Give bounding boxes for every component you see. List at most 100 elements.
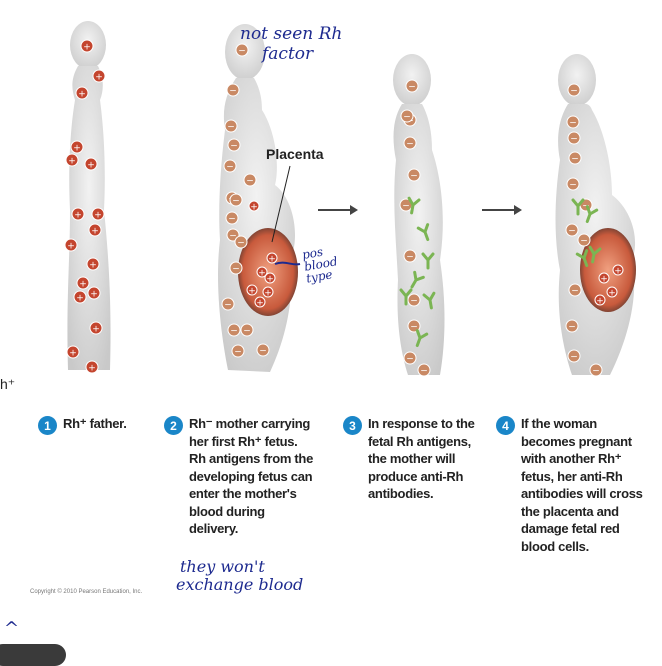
rh-negative-cell-icon: − (234, 235, 248, 249)
rh-positive-cell-icon: + (254, 296, 266, 309)
svg-text:−: − (570, 87, 578, 97)
svg-text:+: + (73, 144, 81, 154)
rh-positive-cell-icon: + (86, 257, 100, 271)
svg-text:−: − (229, 87, 237, 97)
svg-text:−: − (237, 239, 245, 249)
antibody-icon (588, 245, 602, 264)
rh-negative-cell-icon: − (568, 151, 582, 165)
rh-negative-cell-icon: − (407, 319, 421, 333)
svg-text:−: − (408, 83, 416, 93)
svg-text:−: − (227, 123, 235, 133)
rh-positive-cell-icon: + (594, 294, 606, 307)
rh-positive-cell-icon: + (71, 207, 85, 221)
svg-text:−: − (234, 348, 242, 358)
rh-negative-cell-icon: − (229, 193, 243, 207)
antibody-icon (585, 205, 599, 224)
rh-negative-cell-icon: − (566, 115, 580, 129)
mother-second-pregnancy-silhouette (555, 54, 636, 375)
svg-text:+: + (88, 364, 96, 374)
rh-negative-cell-icon: − (403, 136, 417, 150)
rh-positive-cell-icon: + (92, 69, 106, 83)
rh-negative-cell-icon: − (229, 261, 243, 275)
svg-text:+: + (608, 289, 616, 299)
rh-negative-cell-icon: − (226, 83, 240, 97)
svg-text:+: + (94, 211, 102, 221)
svg-text:+: + (266, 275, 274, 285)
rh-negative-cell-icon: − (567, 131, 581, 145)
step-caption: Rh⁻ mother carrying her first Rh⁺ fetus.… (189, 416, 314, 536)
svg-text:+: + (248, 287, 256, 297)
step-number-badge: 2 (164, 416, 183, 435)
uterus-with-second-fetus (580, 228, 636, 312)
rh-positive-cell-icon: + (64, 238, 78, 252)
svg-text:+: + (87, 161, 95, 171)
step-number-badge: 4 (496, 416, 515, 435)
svg-text:+: + (268, 255, 276, 265)
antibody-icon (571, 198, 585, 216)
arrow-1 (318, 205, 358, 215)
rh-negative-cell-icon: − (231, 344, 245, 358)
rh-negative-cell-icon: − (567, 349, 581, 363)
svg-text:+: + (74, 211, 82, 221)
step-caption: In response to the fetal Rh antigens, th… (368, 416, 475, 501)
handwritten-note-factor: factor (262, 44, 314, 64)
svg-text:−: − (406, 253, 414, 263)
rh-positive-cell-icon: + (91, 207, 105, 221)
step-number-badge: 1 (38, 416, 57, 435)
rh-positive-cell-icon: + (256, 266, 268, 279)
handwritten-note-pos-blood-type: pos blood type (300, 244, 339, 286)
svg-text:+: + (250, 203, 258, 213)
rh-positive-cell-icon: + (262, 286, 274, 299)
antibody-icon (399, 288, 413, 306)
rh-negative-cell-icon: − (403, 351, 417, 365)
rh-positive-cell-icon: + (606, 286, 618, 299)
rh-negative-cell-icon: − (577, 233, 591, 247)
svg-text:−: − (410, 297, 418, 307)
svg-text:+: + (78, 90, 86, 100)
svg-text:+: + (69, 349, 77, 359)
svg-text:−: − (402, 202, 410, 212)
svg-text:+: + (67, 242, 75, 252)
rh-positive-cell-icon: + (76, 276, 90, 290)
rh-negative-cell-icon: − (227, 138, 241, 152)
rh-positive-cell-icon: + (598, 272, 610, 285)
svg-text:−: − (230, 142, 238, 152)
rh-positive-cell-icon: + (65, 153, 79, 167)
rh-negative-cell-icon: − (221, 297, 235, 311)
svg-text:+: + (91, 227, 99, 237)
overlay-pill-button[interactable] (0, 644, 66, 666)
rh-positive-cell-icon: + (248, 200, 260, 213)
antibody-icon (415, 329, 429, 348)
svg-text:−: − (230, 327, 238, 337)
rh-negative-cell-icon: − (400, 109, 414, 123)
svg-text:+: + (83, 43, 91, 53)
rh-positive-cell-icon: + (89, 321, 103, 335)
rh-negative-cell-icon: − (568, 283, 582, 297)
svg-text:+: + (614, 267, 622, 277)
svg-text:−: − (570, 353, 578, 363)
rh-positive-cell-icon: + (66, 345, 80, 359)
rh-negative-cell-icon: − (224, 119, 238, 133)
svg-text:−: − (226, 163, 234, 173)
step-caption: If the woman becomes pregnant with anoth… (521, 416, 643, 554)
svg-text:+: + (258, 269, 266, 279)
step-caption: Rh⁺ father. (63, 416, 127, 431)
antibody-icon (575, 249, 589, 268)
rh-negative-cell-icon: − (565, 223, 579, 237)
rh-negative-cell-icon: − (243, 173, 257, 187)
rh-negative-cell-icon: − (407, 168, 421, 182)
rh-negative-cell-icon: − (589, 363, 603, 377)
svg-text:+: + (596, 297, 604, 307)
arrow-2 (482, 205, 522, 215)
edge-text-fragment: h⁺ (0, 376, 16, 392)
svg-text:−: − (410, 172, 418, 182)
rh-incompatibility-figure: +++++++++++++++++−−−−−−−−−−−−−−−−−++++++… (64, 21, 636, 377)
rh-positive-cell-icon: + (612, 264, 624, 277)
svg-text:−: − (580, 237, 588, 247)
rh-negative-cell-icon: − (225, 211, 239, 225)
svg-text:−: − (410, 323, 418, 333)
rh-negative-cell-icon: − (565, 319, 579, 333)
svg-text:−: − (246, 177, 254, 187)
rh-negative-cell-icon: − (407, 293, 421, 307)
rh-positive-cell-icon: + (73, 290, 87, 304)
